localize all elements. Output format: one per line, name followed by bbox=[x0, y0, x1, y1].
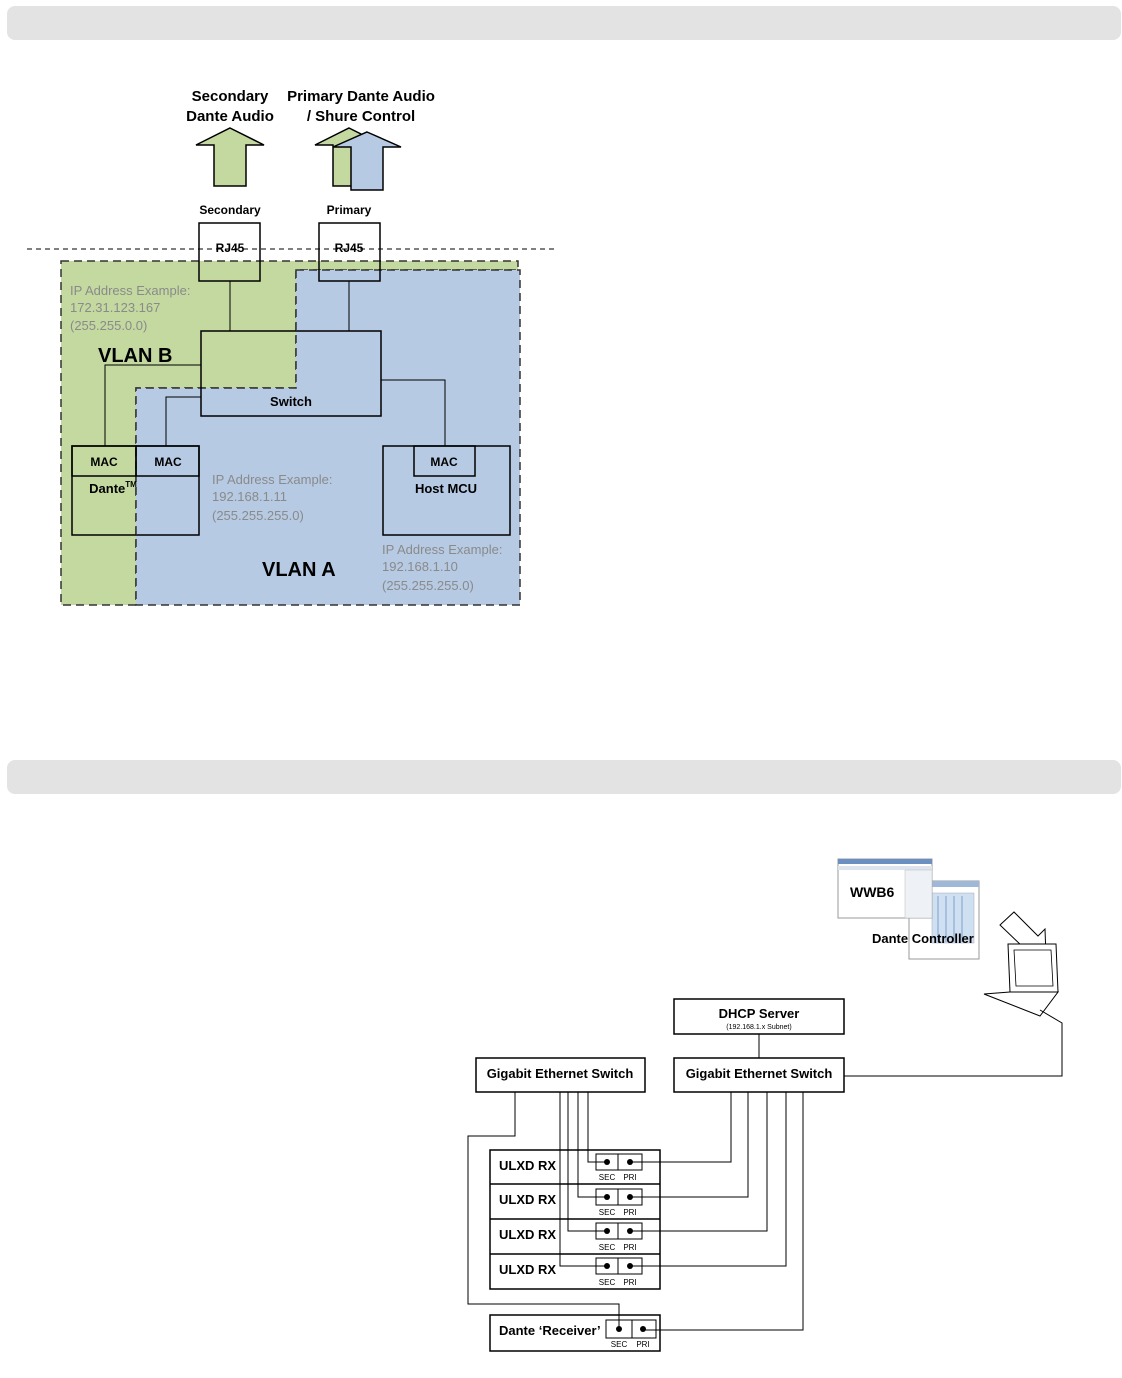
ulxd-rx-4-label: ULXD RX bbox=[499, 1262, 556, 1277]
host-mcu-label: Host MCU bbox=[415, 481, 477, 496]
dhcp-subnet-label: (192.168.1.x Subnet) bbox=[726, 1024, 791, 1031]
section-header-bar-bottom bbox=[7, 760, 1121, 794]
mac-label-vlan-b: MAC bbox=[90, 455, 118, 469]
svg-text:SEC: SEC bbox=[599, 1208, 616, 1217]
switch-box bbox=[200, 330, 382, 417]
rj45-primary-label: RJ45 bbox=[335, 241, 364, 255]
port-primary-label: Primary bbox=[327, 203, 372, 217]
arrow-primary-label-line1: Primary Dante Audio bbox=[287, 88, 435, 105]
host-ip-address: 192.168.1.10 bbox=[382, 559, 458, 574]
mac-label-vlan-a: MAC bbox=[154, 455, 182, 469]
dante-label: DanteTM bbox=[89, 480, 137, 496]
primary-network-cables bbox=[630, 1092, 804, 1331]
gigabit-switch-right-label: Gigabit Ethernet Switch bbox=[686, 1066, 833, 1081]
host-mcu-mac-box bbox=[413, 445, 476, 477]
laptop-icon bbox=[983, 943, 1059, 1017]
svg-text:SEC: SEC bbox=[611, 1340, 628, 1349]
dante-receiver-label: Dante ‘Receiver’ bbox=[499, 1323, 601, 1338]
dante-controller-label: Dante Controller bbox=[872, 931, 974, 946]
vlan-b-label: VLAN B bbox=[98, 345, 172, 367]
ulxd-rx-3-ports: SEC PRI bbox=[595, 1222, 643, 1252]
arrow-secondary-label-line1: Secondary bbox=[192, 88, 269, 105]
svg-text:PRI: PRI bbox=[623, 1173, 636, 1182]
port-secondary-label: Secondary bbox=[199, 203, 261, 217]
arrow-primary-label-line2: / Shure Control bbox=[307, 108, 415, 125]
redundant-network-diagram: WWB6 Dante Controller DHCP Server (192.1… bbox=[467, 858, 1063, 1352]
switch-label: Switch bbox=[270, 394, 312, 409]
host-ip-heading: IP Address Example: bbox=[382, 542, 502, 557]
svg-text:PRI: PRI bbox=[623, 1208, 636, 1217]
dante-ip-heading: IP Address Example: bbox=[212, 472, 332, 487]
ulxd-rx-1-label: ULXD RX bbox=[499, 1158, 556, 1173]
primary-control-arrow-blue bbox=[332, 131, 402, 191]
svg-text:SEC: SEC bbox=[599, 1278, 616, 1287]
vlan-a-label: VLAN A bbox=[262, 559, 336, 581]
wwb6-window bbox=[837, 858, 933, 919]
dante-ip-mask: (255.255.255.0) bbox=[212, 508, 304, 523]
ulxd-rx-3-label: ULXD RX bbox=[499, 1227, 556, 1242]
wwb6-label: WWB6 bbox=[850, 884, 895, 900]
dante-ip-address: 192.168.1.11 bbox=[212, 489, 287, 504]
vlan-a-region bbox=[135, 269, 521, 606]
ulxd-rx-2-label: ULXD RX bbox=[499, 1192, 556, 1207]
arrow-secondary-label-line2: Dante Audio bbox=[186, 108, 274, 125]
secondary-network-cables bbox=[467, 1092, 620, 1329]
svg-text:PRI: PRI bbox=[623, 1243, 636, 1252]
vlan-b-ip-address: 172.31.123.167 bbox=[70, 300, 160, 315]
gigabit-switch-left-label: Gigabit Ethernet Switch bbox=[487, 1066, 634, 1081]
gigabit-switch-right bbox=[673, 1057, 845, 1093]
mac-box-vlan-a bbox=[135, 445, 200, 477]
dhcp-server-label: DHCP Server bbox=[719, 1006, 800, 1021]
host-ip-mask: (255.255.255.0) bbox=[382, 578, 474, 593]
vlan-b-ip-heading: IP Address Example: bbox=[70, 283, 190, 298]
section-header-bar-top bbox=[7, 6, 1121, 40]
secondary-audio-arrow bbox=[195, 127, 265, 187]
svg-text:PRI: PRI bbox=[623, 1278, 636, 1287]
vlan-diagram: Secondary Dante Audio Primary Dante Audi… bbox=[27, 88, 556, 606]
vlan-b-ip-mask: (255.255.0.0) bbox=[70, 318, 147, 333]
host-mcu-mac-label: MAC bbox=[430, 455, 458, 469]
svg-text:SEC: SEC bbox=[599, 1173, 616, 1182]
svg-text:SEC: SEC bbox=[599, 1243, 616, 1252]
svg-text:PRI: PRI bbox=[636, 1340, 649, 1349]
rj45-secondary-label: RJ45 bbox=[216, 241, 245, 255]
